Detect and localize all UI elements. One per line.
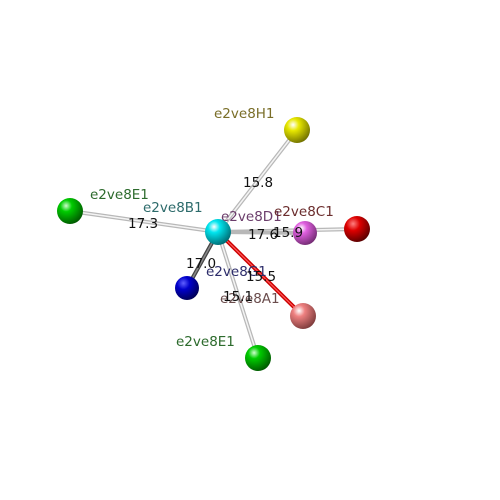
label-e1-bottom: e2ve8E1 [176,334,235,350]
distance-e1-bottom: 15.1 [223,289,253,305]
atom-h1 [284,117,310,143]
atom-labels: e2ve8H1 e2ve8E1 e2ve8B1 e2ve8D1 e2ve8C1 … [90,106,334,350]
bond-to-h1-shine [217,129,298,233]
atom-e1-bottom [245,345,271,371]
distance-labels: 15.8 17.3 17.6 15.9 17.0 15.5 15.1 [128,175,303,305]
distance-c1: 15.9 [273,225,303,241]
label-c1: e2ve8C1 [274,204,334,220]
distance-g1: 17.0 [186,256,216,272]
atom-center [205,219,231,245]
label-center: e2ve8B1 [143,200,203,216]
distance-h1: 15.8 [243,175,273,191]
bond-to-e1-bottom-shine [217,231,259,359]
atom-a1 [290,303,316,329]
label-g1: e2ve8G1 [206,264,267,280]
label-a1: e2ve8A1 [220,291,280,307]
label-d1: e2ve8D1 [221,209,282,225]
atom-c1 [344,216,370,242]
distance-a1: 15.5 [246,269,276,285]
bond-to-a1-shine [217,231,304,317]
atom-e1-left [57,198,83,224]
distance-d1: 17.6 [248,227,278,243]
bond-to-e1-left-shine [69,210,219,233]
distance-e1-left: 17.3 [128,216,158,232]
atom-d1 [293,221,317,245]
label-e1-left: e2ve8E1 [90,187,149,203]
atoms [57,117,370,371]
label-h1: e2ve8H1 [214,106,275,122]
atom-g1 [175,276,199,300]
bond-to-d1 [216,230,307,235]
